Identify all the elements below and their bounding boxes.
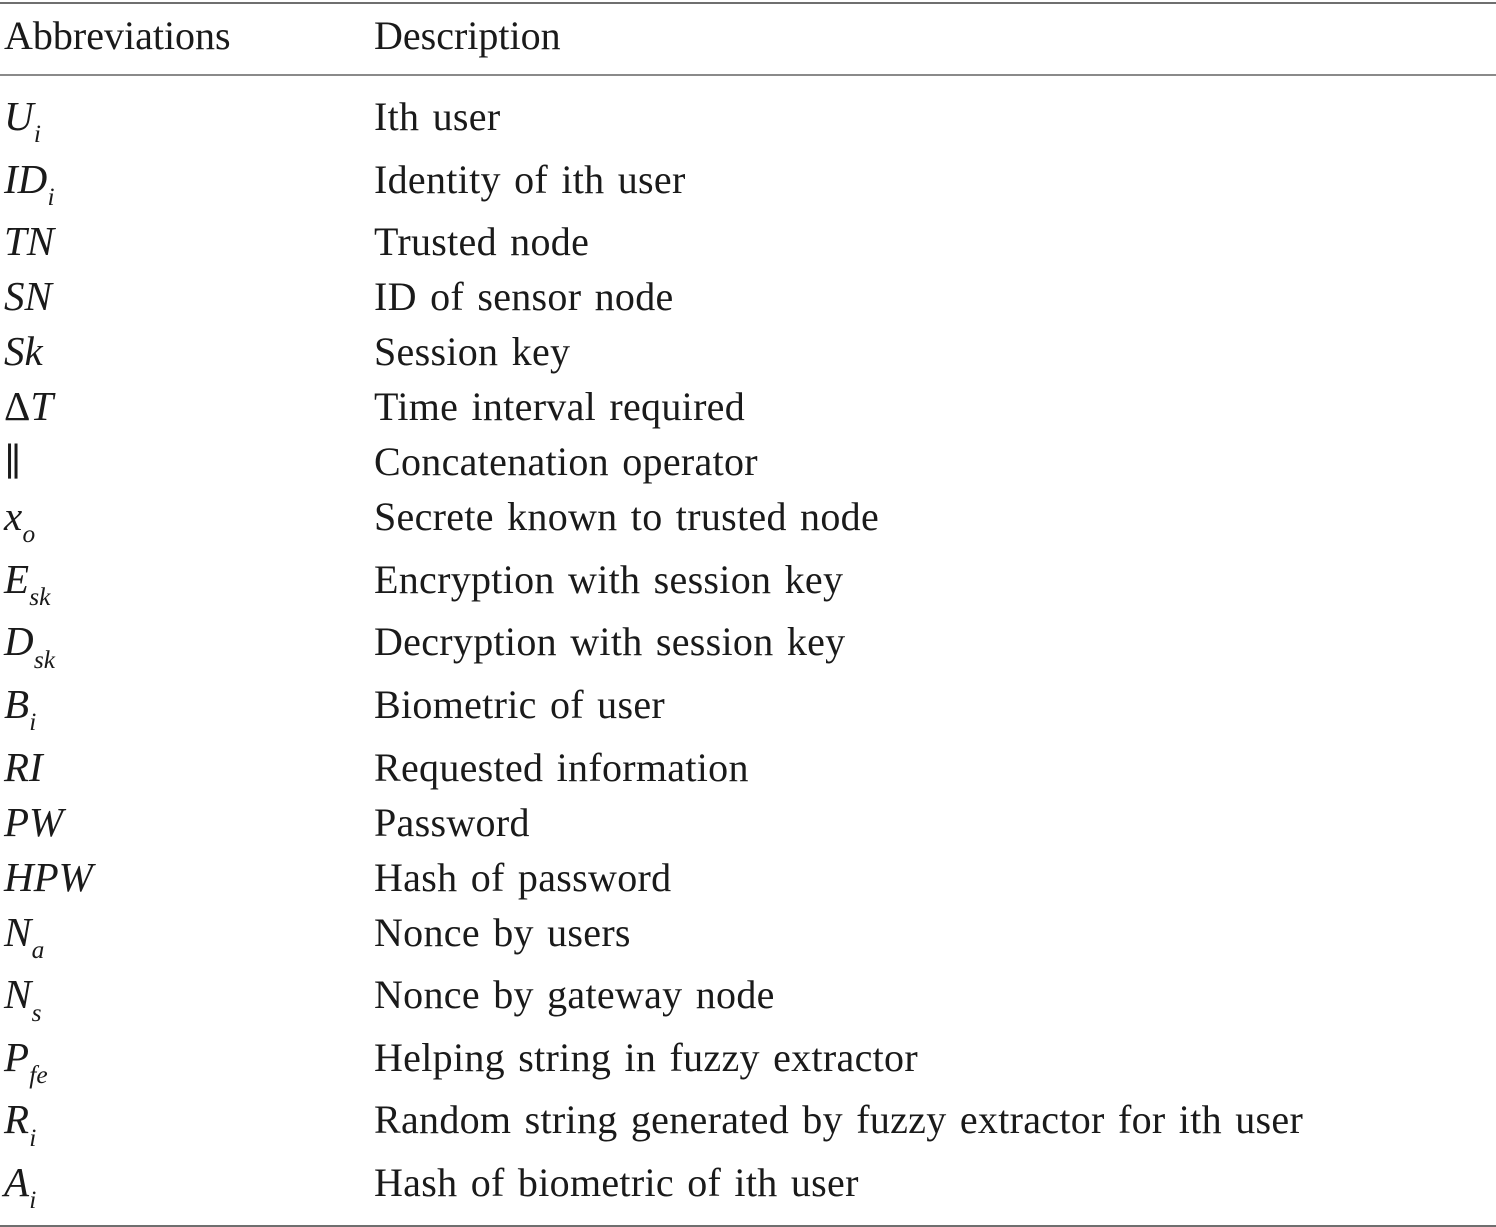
table-top-rule <box>0 2 1496 4</box>
abbreviation-cell: Pfe <box>0 1030 366 1093</box>
table-header: Abbreviations Description <box>0 4 1496 74</box>
table-row: PW Password <box>0 795 1496 850</box>
abbreviation-cell: RI <box>0 740 366 795</box>
abbreviation-base: A <box>4 1159 30 1206</box>
description-cell: Time interval required <box>374 384 746 430</box>
abbreviation-subscript: i <box>29 708 37 737</box>
description-cell: Trusted node <box>374 219 590 265</box>
abbreviation-base: R <box>4 1096 30 1143</box>
abbreviation-subscript: a <box>31 935 45 964</box>
abbreviation-cell: Bi <box>0 677 366 740</box>
description-cell: Secrete known to trusted node <box>374 494 880 540</box>
description-cell: Biometric of user <box>374 682 666 728</box>
delta-symbol: Δ <box>4 383 31 430</box>
table-row: ∥ Concatenation operator <box>0 434 1496 489</box>
description-cell: Requested information <box>374 744 749 790</box>
abbreviation-cell: ∥ <box>0 434 366 489</box>
abbreviation-base: PW <box>4 798 64 845</box>
description-cell: Decryption with session key <box>374 619 846 665</box>
abbreviation-base: ID <box>4 155 48 202</box>
abbreviation-subscript: i <box>29 1123 37 1152</box>
abbreviation-subscript: s <box>31 998 42 1027</box>
description-cell: Identity of ith user <box>374 156 686 202</box>
abbreviations-table: Abbreviations Description <box>0 4 1496 74</box>
abbreviation-cell: Esk <box>0 552 366 615</box>
abbreviation-base: SN <box>4 273 52 320</box>
abbreviation-base: RI <box>4 743 43 790</box>
abbreviation-base: x <box>4 493 23 540</box>
column-header-description: Description <box>374 13 561 58</box>
description-cell: Ith user <box>374 94 501 139</box>
abbreviation-cell: ΔT <box>0 379 366 434</box>
abbreviation-base: N <box>4 908 32 955</box>
abbreviation-subscript: i <box>47 182 55 211</box>
abbreviation-subscript: fe <box>29 1061 48 1090</box>
table-row: TN Trusted node <box>0 214 1496 269</box>
description-cell: Encryption with session key <box>374 556 844 602</box>
description-cell: Nonce by gateway node <box>374 972 775 1018</box>
abbreviation-subscript: i <box>33 120 41 149</box>
concatenation-operator-symbol: ∥ <box>4 442 22 485</box>
table-row: SN ID of sensor node <box>0 269 1496 324</box>
abbreviation-cell: xo <box>0 489 366 552</box>
header-separator-rule <box>0 74 1496 76</box>
abbreviation-cell: Na <box>0 905 366 968</box>
abbreviation-cell: TN <box>0 214 366 269</box>
table-row: HPW Hash of password <box>0 850 1496 905</box>
abbreviation-cell: PW <box>0 795 366 850</box>
abbreviation-subscript: sk <box>29 583 51 612</box>
description-cell: Helping string in fuzzy extractor <box>374 1034 918 1080</box>
abbreviation-cell: HPW <box>0 850 366 905</box>
description-cell: Nonce by users <box>374 909 631 955</box>
abbreviation-cell: IDi <box>0 152 366 215</box>
description-cell: Hash of password <box>374 854 672 900</box>
delta-time-variable: T <box>30 383 54 430</box>
abbreviation-base: P <box>4 1033 30 1080</box>
description-cell: Session key <box>374 329 571 375</box>
abbreviation-base: D <box>4 618 34 665</box>
description-cell: ID of sensor node <box>374 274 674 320</box>
table-row: Sk Session key <box>0 324 1496 379</box>
abbreviation-cell: Ns <box>0 967 366 1030</box>
abbreviation-cell: Ui <box>0 76 366 152</box>
abbreviation-base: B <box>4 681 30 728</box>
abbreviation-cell: SN <box>0 269 366 324</box>
abbreviation-base: TN <box>4 218 55 265</box>
description-cell: Hash of biometric of ith user <box>374 1160 859 1206</box>
abbreviation-base: E <box>4 555 30 602</box>
abbreviation-base: N <box>4 971 32 1018</box>
abbreviation-cell: Ai <box>0 1155 366 1225</box>
abbreviation-cell: Dsk <box>0 614 366 677</box>
column-header-abbreviations: Abbreviations <box>4 13 231 58</box>
abbreviation-base: U <box>4 93 34 139</box>
abbreviation-base: HPW <box>4 853 93 900</box>
table-row: RI Requested information <box>0 740 1496 795</box>
description-cell: Password <box>374 799 530 845</box>
description-cell: Concatenation operator <box>374 439 758 485</box>
abbreviation-base: Sk <box>4 328 43 375</box>
abbreviation-cell: Sk <box>0 324 366 379</box>
abbreviation-subscript: o <box>22 520 36 549</box>
header-row: Abbreviations Description <box>0 4 1496 74</box>
table-bottom-rule <box>0 1224 1496 1227</box>
abbreviation-subscript: sk <box>33 645 56 674</box>
abbreviation-subscript: i <box>29 1186 37 1215</box>
